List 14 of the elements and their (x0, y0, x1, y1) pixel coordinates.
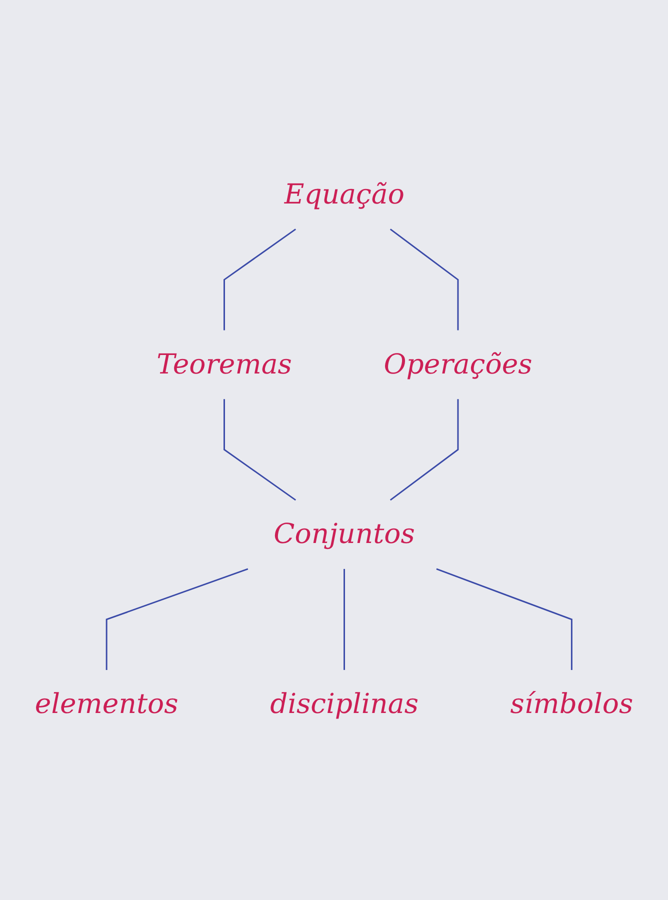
connector (224, 400, 296, 502)
node-text: símbolos (510, 688, 634, 721)
connector (106, 568, 248, 670)
node-text: Teoremas (156, 349, 292, 382)
connector (390, 400, 459, 502)
node-text: Conjuntos (274, 518, 415, 551)
connector (344, 569, 345, 670)
connector (390, 229, 459, 331)
node-text: disciplinas (270, 688, 418, 721)
node-text: elementos (34, 688, 178, 721)
connector (224, 229, 296, 331)
node-text: Equação (284, 179, 404, 212)
connector (436, 568, 572, 670)
node-text: Operações (384, 349, 532, 382)
